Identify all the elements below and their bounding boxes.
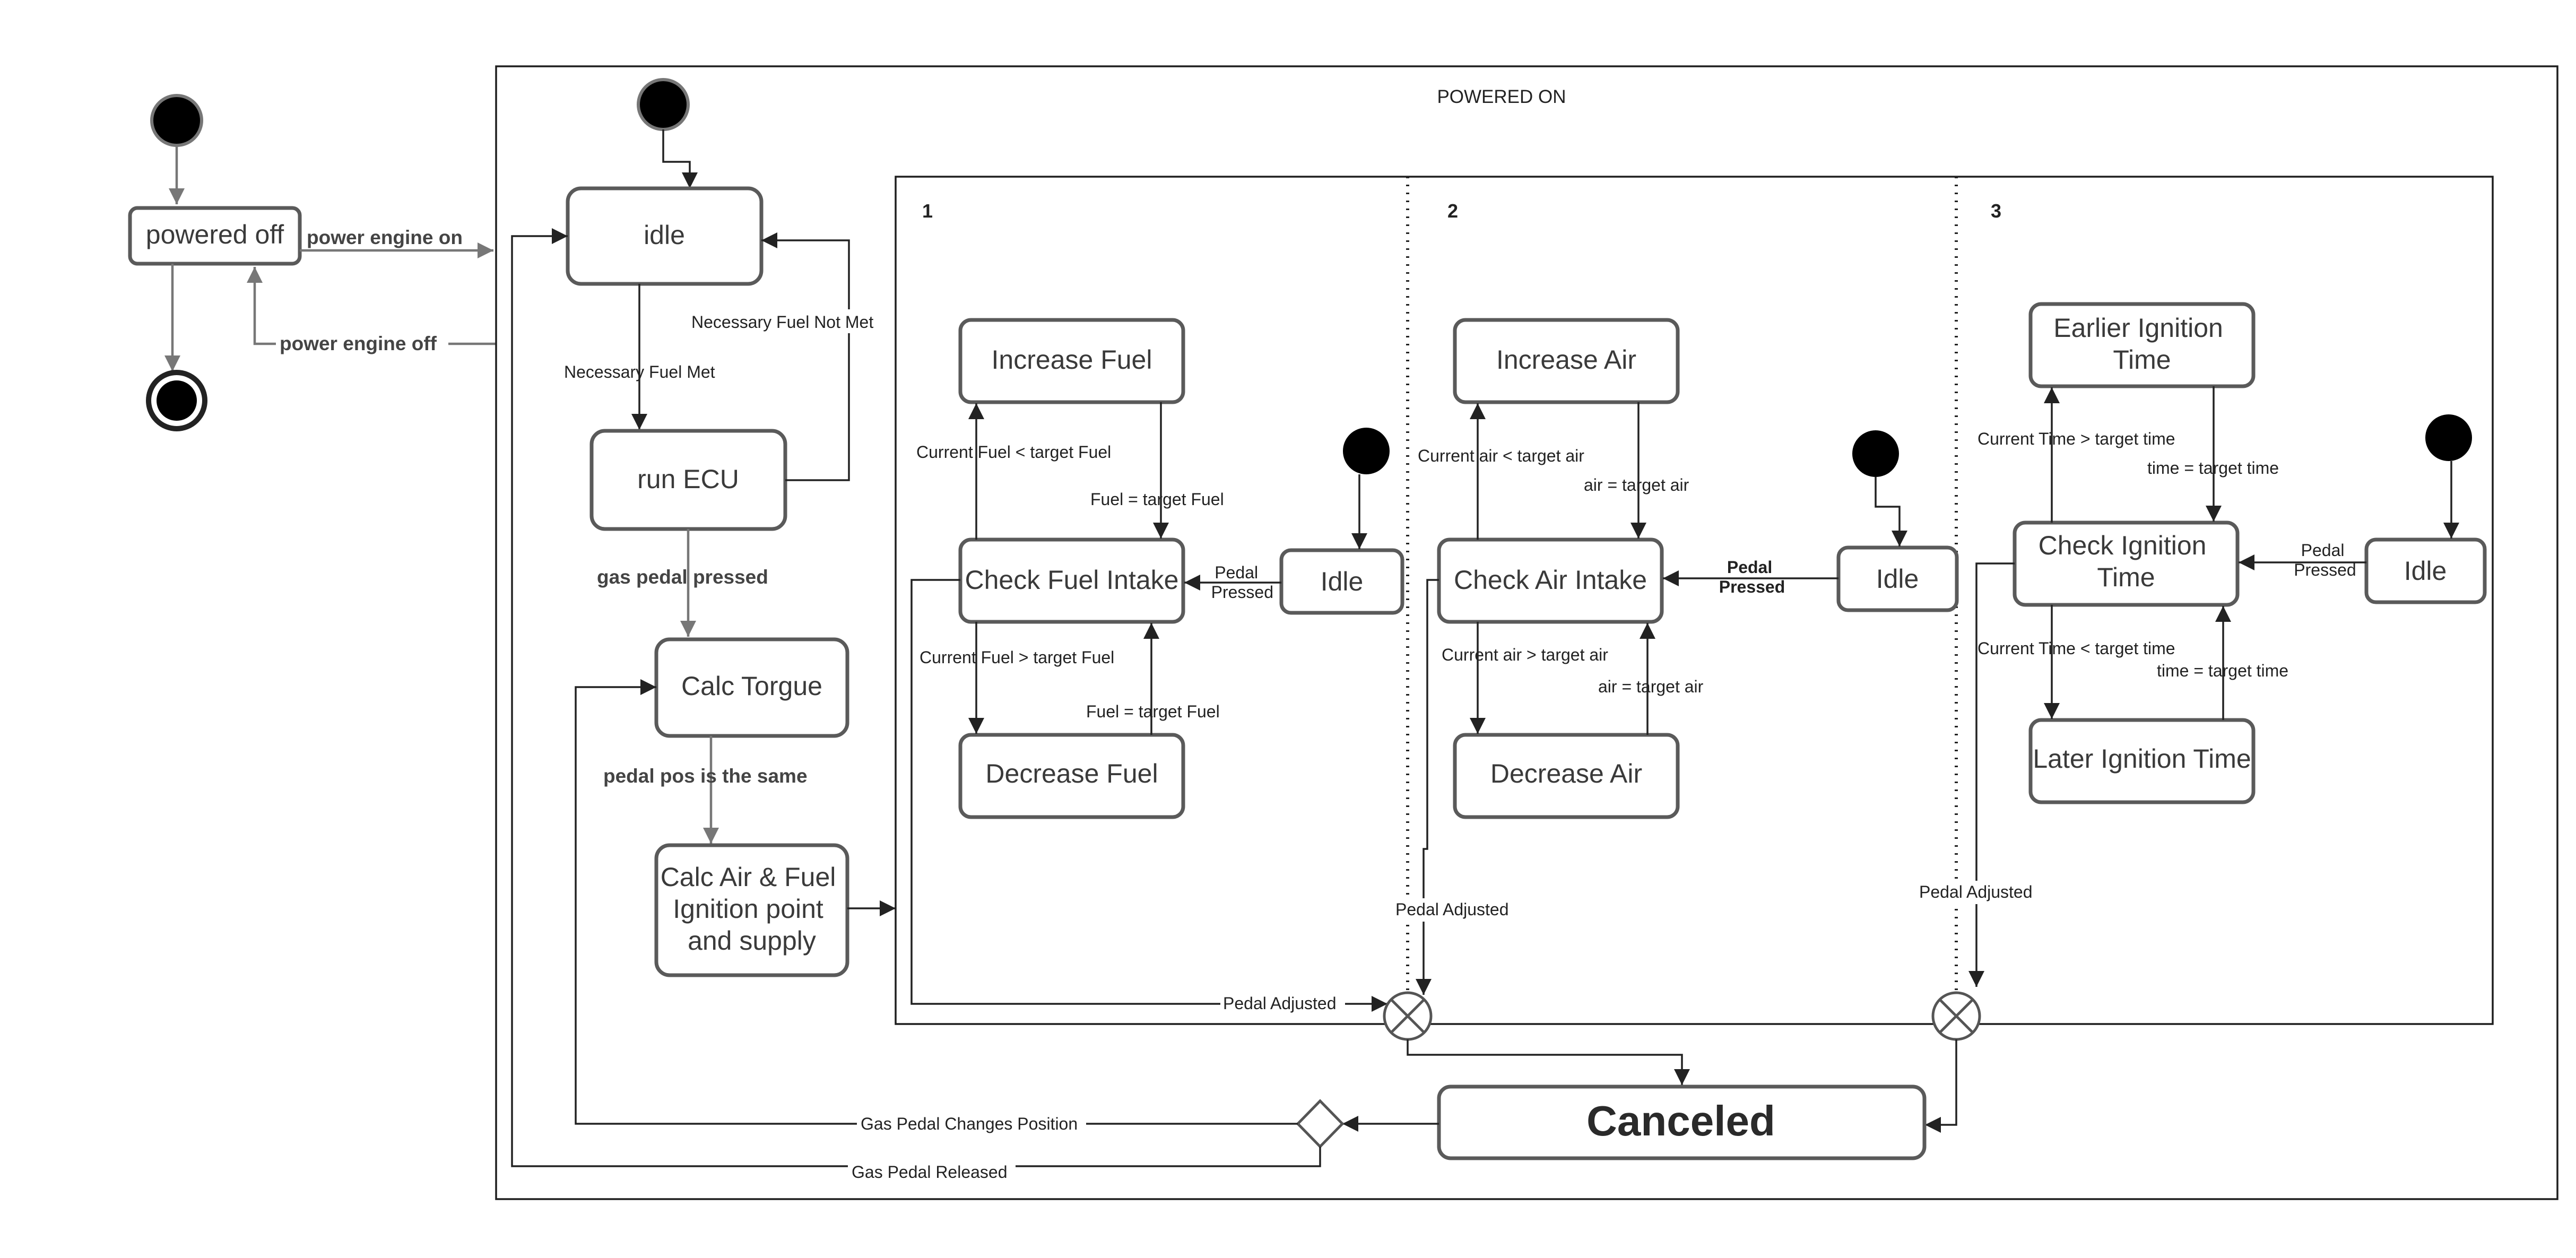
initial-node-region-1 bbox=[1343, 428, 1390, 474]
state-later-ignition-time[interactable]: Later Ignition Time bbox=[2028, 718, 2256, 804]
state-canceled-label: Canceled bbox=[1586, 1097, 1775, 1144]
state-increase-fuel-label: Increase Fuel bbox=[992, 345, 1152, 375]
initial-node-powered-on bbox=[637, 78, 690, 131]
label-fuel-met: Necessary Fuel Met bbox=[564, 362, 715, 381]
label-air-lt: Current air < target air bbox=[1418, 446, 1584, 465]
edge-check-ignition-pedal-adjusted bbox=[1968, 562, 2015, 987]
label-air-eq-top: air = target air bbox=[1584, 475, 1689, 494]
label-time-lt: Current Time < target time bbox=[1977, 639, 2175, 658]
label-power-engine-off: power engine off bbox=[280, 333, 437, 354]
label-gas-pedal-pressed: gas pedal pressed bbox=[597, 566, 768, 588]
label-fuel-pedal-adjusted: Pedal Adjusted bbox=[1223, 994, 1337, 1013]
choice-node bbox=[1296, 1099, 1345, 1149]
label-time-eq-bottom: time = target time bbox=[2157, 661, 2288, 680]
state-later-ignition-time-label: Later Ignition Time bbox=[2033, 744, 2251, 774]
label-fuel-pedal-pressed: Pedal Pressed bbox=[1211, 563, 1273, 602]
state-check-ignition-time[interactable]: Check Ignition Time bbox=[2013, 520, 2240, 607]
state-earlier-ignition-time[interactable]: Earlier Ignition Time bbox=[2028, 302, 2256, 388]
powered-on-title: POWERED ON bbox=[1437, 86, 1566, 107]
state-idle-region-2[interactable]: Idle bbox=[1836, 545, 1959, 612]
state-check-ignition-time-label: Check Ignition Time bbox=[2039, 531, 2214, 592]
label-fuel-lt: Current Fuel < target Fuel bbox=[916, 443, 1111, 462]
state-idle-region-3-label: Idle bbox=[2404, 556, 2447, 586]
state-canceled[interactable]: Canceled bbox=[1437, 1085, 1927, 1160]
state-idle-region-1[interactable]: Idle bbox=[1279, 548, 1404, 615]
label-fuel-eq-bottom: Fuel = target Fuel bbox=[1086, 702, 1220, 721]
state-idle-region-3[interactable]: Idle bbox=[2364, 537, 2487, 604]
state-idle-region-1-label: Idle bbox=[1321, 567, 1364, 596]
state-earlier-ignition-time-label: Earlier Ignition Time bbox=[2053, 313, 2231, 375]
label-power-engine-on: power engine on bbox=[307, 227, 463, 248]
label-pedal-pos-same: pedal pos is the same bbox=[603, 765, 808, 787]
exit-point-2 bbox=[1931, 991, 1981, 1041]
label-gas-pedal-changes: Gas Pedal Changes Position bbox=[861, 1114, 1078, 1133]
state-calc-air-fuel-label: Calc Air & Fuel Ignition point and suppl… bbox=[661, 862, 844, 956]
edge-choice-to-idle bbox=[511, 228, 1321, 1167]
exit-point-1 bbox=[1383, 991, 1433, 1041]
edge-check-fuel-pedal-adjusted bbox=[910, 579, 1387, 1012]
edge-initial-to-idle bbox=[662, 129, 698, 188]
label-fuel-gt: Current Fuel > target Fuel bbox=[920, 648, 1114, 667]
final-node bbox=[146, 370, 207, 431]
state-run-ecu[interactable]: run ECU bbox=[589, 429, 787, 531]
label-gas-pedal-released: Gas Pedal Released bbox=[852, 1162, 1008, 1182]
state-decrease-fuel-label: Decrease Fuel bbox=[985, 759, 1158, 788]
orthogonal-regions-frame bbox=[895, 176, 2494, 1025]
edge-run-ecu-to-idle bbox=[761, 232, 850, 481]
state-decrease-air-label: Decrease Air bbox=[1490, 759, 1642, 788]
label-time-pedal-adjusted: Pedal Adjusted bbox=[1919, 882, 2033, 901]
state-calc-air-fuel[interactable]: Calc Air & Fuel Ignition point and suppl… bbox=[654, 843, 849, 977]
region-1-number: 1 bbox=[922, 200, 933, 222]
label-time-gt: Current Time > target time bbox=[1977, 429, 2175, 448]
edge-initial-to-idle-region-2 bbox=[1875, 477, 1907, 546]
state-check-air-intake-label: Check Air Intake bbox=[1454, 565, 1647, 595]
state-calc-torque-label: Calc Torgue bbox=[681, 671, 822, 701]
initial-node-region-3 bbox=[2425, 414, 2472, 461]
state-check-air-intake[interactable]: Check Air Intake bbox=[1437, 537, 1664, 624]
state-calc-torque[interactable]: Calc Torgue bbox=[654, 637, 849, 738]
label-fuel-not-met: Necessary Fuel Not Met bbox=[691, 313, 873, 332]
state-idle[interactable]: idle bbox=[566, 186, 764, 286]
region-2-number: 2 bbox=[1447, 200, 1458, 222]
state-check-fuel-intake[interactable]: Check Fuel Intake bbox=[958, 537, 1185, 624]
state-run-ecu-label: run ECU bbox=[637, 464, 739, 494]
state-decrease-air[interactable]: Decrease Air bbox=[1453, 733, 1680, 819]
state-check-fuel-intake-label: Check Fuel Intake bbox=[965, 565, 1179, 595]
label-time-pedal-pressed: Pedal Pressed bbox=[2294, 541, 2356, 579]
state-idle-label: idle bbox=[644, 220, 685, 250]
state-increase-fuel[interactable]: Increase Fuel bbox=[958, 318, 1185, 404]
edge-check-air-pedal-adjusted bbox=[1416, 579, 1439, 995]
label-air-eq-bottom: air = target air bbox=[1598, 677, 1704, 696]
label-air-gt: Current air > target air bbox=[1442, 645, 1608, 664]
region-3-number: 3 bbox=[1991, 200, 2001, 222]
state-powered-off[interactable]: powered off bbox=[128, 206, 302, 266]
state-powered-off-label: powered off bbox=[146, 220, 284, 249]
label-air-pedal-adjusted: Pedal Adjusted bbox=[1395, 900, 1509, 919]
label-fuel-eq-top: Fuel = target Fuel bbox=[1090, 490, 1224, 509]
powered-on-frame bbox=[495, 65, 2558, 1200]
state-increase-air-label: Increase Air bbox=[1496, 345, 1636, 375]
state-increase-air[interactable]: Increase Air bbox=[1453, 318, 1680, 404]
initial-node-region-2 bbox=[1852, 430, 1899, 477]
state-decrease-fuel[interactable]: Decrease Fuel bbox=[958, 733, 1185, 819]
edge-exit-1-to-canceled bbox=[1407, 1039, 1690, 1085]
edge-exit-2-to-canceled bbox=[1925, 1039, 1957, 1133]
initial-node-outer bbox=[150, 94, 203, 147]
label-time-eq-top: time = target time bbox=[2147, 458, 2279, 478]
state-idle-region-2-label: Idle bbox=[1876, 564, 1919, 594]
label-air-pedal-pressed: Pedal Pressed bbox=[1719, 558, 1785, 596]
